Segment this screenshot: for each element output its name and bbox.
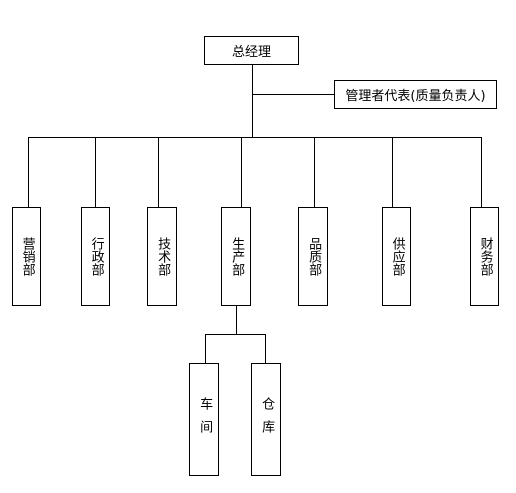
department-label: 财务部 [477, 237, 493, 276]
department-label: 行政部 [88, 237, 104, 276]
department-label: 营销部 [19, 237, 35, 276]
ceo-box: 总经理 [204, 36, 299, 65]
department-box-finance: 财务部 [470, 207, 499, 306]
sub-department-box-warehouse: 仓库 [251, 363, 281, 476]
management-representative-label: 管理者代表(质量负责人) [345, 89, 486, 104]
management-representative-box: 管理者代表(质量负责人) [334, 80, 497, 109]
department-box-tech: 技术部 [147, 207, 177, 306]
department-label: 生产部 [229, 237, 245, 276]
department-box-supply: 供应部 [382, 207, 411, 306]
ceo-label: 总经理 [231, 45, 271, 60]
department-box-production: 生产部 [221, 207, 251, 306]
department-box-marketing: 营销部 [12, 207, 41, 306]
department-label: 技术部 [155, 237, 171, 276]
sub-department-label: 仓库 [259, 396, 275, 443]
department-box-quality: 品质部 [298, 207, 328, 306]
sub-department-box-workshop: 车间 [189, 363, 219, 476]
department-box-admin: 行政部 [81, 207, 110, 306]
department-label: 供应部 [389, 237, 405, 276]
sub-department-label: 车间 [197, 396, 213, 443]
department-label: 品质部 [306, 237, 322, 276]
